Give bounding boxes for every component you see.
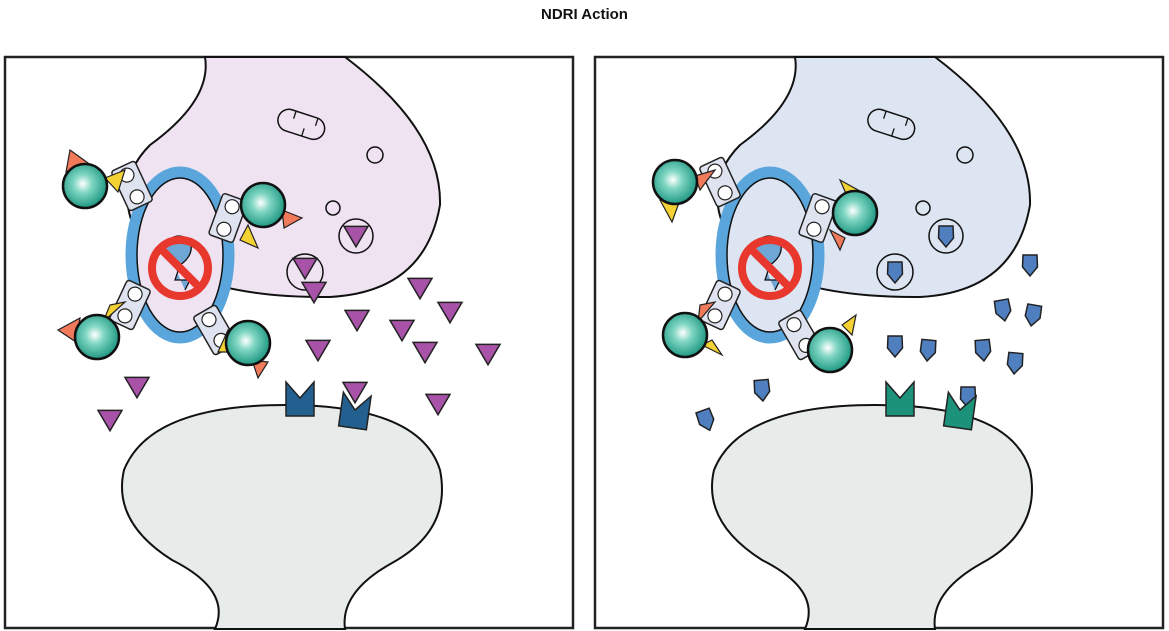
filled-vesicle (876, 253, 914, 291)
transporter-site (707, 308, 723, 324)
orange-binding-triangle (697, 301, 717, 324)
transporter-site (806, 221, 822, 237)
synapse-panel-left-synapse (3, 55, 575, 630)
transporter-drug-complex (193, 304, 272, 380)
ndri-drug-molecule (239, 181, 287, 229)
prohibition-slash (748, 246, 792, 290)
neurotransmitter-pentagon (1021, 254, 1039, 278)
empty-vesicle (915, 200, 931, 216)
transporter-drug-complex (778, 309, 857, 374)
neurotransmitter-pentagon (753, 378, 771, 403)
neurotransmitters (695, 225, 1043, 432)
prohibition-icon (738, 236, 802, 300)
yellow-binding-triangle (103, 168, 126, 194)
transporter-site (216, 221, 232, 237)
transporter-site (814, 199, 830, 215)
neurotransmitter-triangle (341, 381, 369, 405)
mitochondrion-cristae (883, 110, 909, 137)
neurotransmitter-pentagon (1006, 351, 1024, 376)
neurotransmitter-triangle (406, 277, 434, 301)
postsynaptic-neuron (711, 403, 1033, 630)
receptor (885, 380, 915, 417)
empty-vesicle (366, 146, 384, 164)
neurotransmitter-triangle (388, 319, 416, 343)
neurotransmitter-pentagon (937, 225, 955, 249)
transporter-drug-complex (61, 148, 153, 212)
empty-vesicle (956, 146, 974, 164)
ndri-drug-molecule (831, 189, 879, 237)
transporter-inner-outline (726, 177, 814, 333)
filled-vesicle (338, 218, 374, 254)
transporter-drug-complex (661, 279, 741, 359)
mitochondrion-outline (867, 108, 916, 141)
diagram-title: NDRI Action (541, 6, 628, 23)
neurotransmitters (96, 225, 502, 433)
orange-binding-triangle (281, 209, 304, 229)
neurotransmitter-triangle (304, 339, 332, 363)
receptor (285, 380, 315, 417)
synapse-panel-right-synapse (593, 55, 1165, 630)
transporter-drug-complex (208, 181, 304, 250)
neurotransmitter-triangle (123, 376, 151, 400)
receptor (942, 390, 978, 431)
neurotransmitter-triangle (424, 393, 452, 417)
mitochondrion (867, 108, 916, 141)
ndri-drug-molecule (61, 162, 109, 210)
neurotransmitter-triangle (96, 409, 124, 433)
transporter-site (786, 317, 802, 333)
filled-vesicle (928, 218, 964, 254)
transporter-site (127, 286, 143, 302)
ndri-drug-molecule (73, 313, 121, 361)
transporter-drug-complex (56, 279, 151, 361)
transporter-site (201, 312, 217, 328)
neurotransmitter-pentagon (974, 338, 992, 363)
transporter-site (129, 189, 145, 205)
prohibition-icon (148, 236, 212, 300)
transporter-inner-outline (136, 177, 224, 333)
yellow-binding-triangle (841, 313, 857, 337)
neurotransmitter-triangle (342, 225, 370, 249)
ndri-drug-molecule (661, 311, 709, 359)
transporter-drug-complex (798, 178, 879, 252)
neurotransmitter-pentagon (919, 338, 937, 363)
ndri-drug-molecule (224, 319, 272, 367)
empty-vesicle (325, 200, 341, 216)
mitochondrion (277, 108, 326, 141)
receptor (337, 390, 373, 431)
neurotransmitter-triangle (436, 301, 464, 325)
orange-binding-triangle (828, 228, 846, 252)
neurotransmitter-triangle (291, 257, 319, 281)
neurotransmitter-triangle (343, 309, 371, 333)
transporter-site (717, 185, 733, 201)
neurotransmitter-pentagon (695, 407, 715, 432)
prohibition-slash (158, 246, 202, 290)
neurotransmitter-pentagon (1024, 303, 1043, 327)
mitochondrion-outline (277, 108, 326, 141)
neurotransmitter-triangle (300, 281, 328, 305)
transporter-drug-complex (651, 156, 741, 224)
neurotransmitter-triangle (474, 343, 502, 367)
ndri-drug-molecule (806, 326, 854, 374)
yellow-binding-triangle (239, 223, 260, 250)
neurotransmitter-pentagon (993, 298, 1012, 322)
transporter-site (224, 199, 240, 215)
transporter-site (117, 308, 133, 324)
transporter-site (717, 286, 733, 302)
mitochondrion-cristae (293, 110, 319, 137)
postsynaptic-neuron (121, 403, 443, 630)
neurotransmitter-pentagon (886, 261, 904, 285)
neurotransmitter-triangle (411, 341, 439, 365)
ndri-drug-molecule (651, 158, 699, 206)
filled-vesicle (286, 253, 324, 291)
neurotransmitter-pentagon (886, 335, 904, 359)
